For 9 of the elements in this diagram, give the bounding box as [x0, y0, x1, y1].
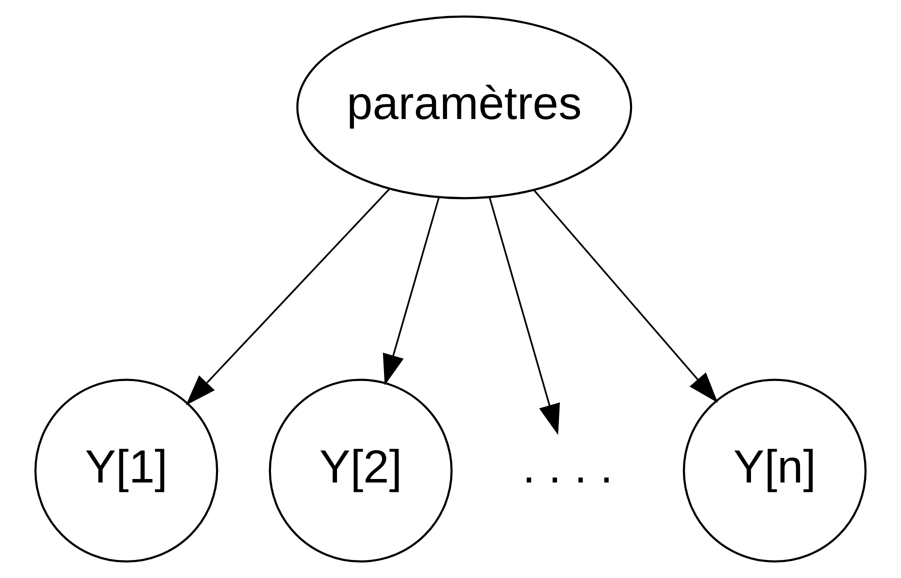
node-circle: Y[2]	[268, 378, 453, 563]
node-circle: Y[n]	[682, 378, 867, 563]
arrow	[488, 197, 560, 436]
arrow	[533, 190, 718, 403]
arrow	[186, 188, 390, 406]
node-text: . . . .	[522, 440, 613, 492]
node-circle: Y[1]	[34, 378, 218, 563]
arrow	[382, 197, 440, 386]
node-ellipse: paramètres	[296, 15, 632, 200]
